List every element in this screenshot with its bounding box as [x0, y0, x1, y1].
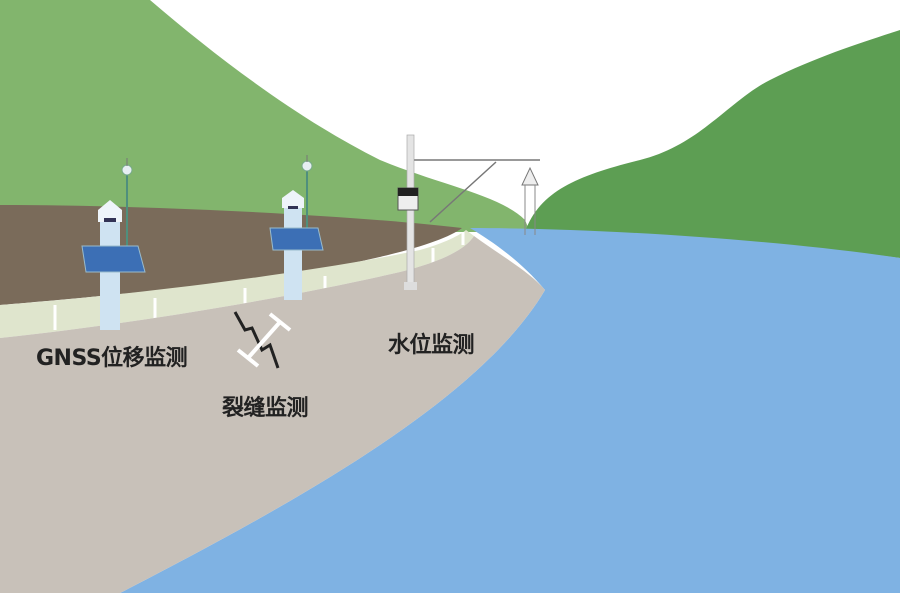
right-hill — [525, 30, 900, 258]
left-hill — [0, 0, 530, 232]
gnss-station-left — [81, 158, 146, 330]
gnss-label: GNSS位移监测 — [36, 346, 188, 371]
crack-gauge — [233, 311, 292, 369]
water-level-label: 水位监测 — [388, 333, 475, 358]
bank — [0, 236, 545, 593]
crack-label: 裂缝监测 — [222, 396, 309, 421]
water-level-gauge — [397, 134, 540, 290]
gnss-station-right — [269, 155, 324, 300]
water — [120, 228, 900, 593]
